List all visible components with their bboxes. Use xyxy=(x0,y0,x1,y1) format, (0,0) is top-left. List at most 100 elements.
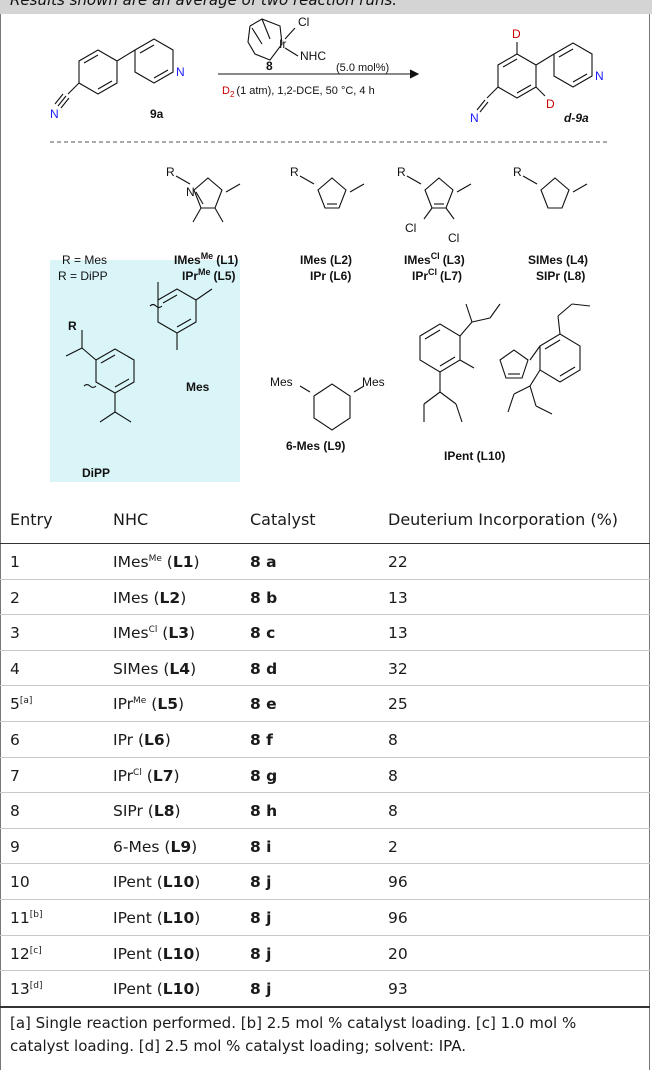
catalyst-cell: 8 h xyxy=(250,802,278,821)
ligand-l1-structure xyxy=(175,175,241,223)
r-mes-label: R = Mes xyxy=(62,253,107,267)
header-nhc: NHC xyxy=(113,510,149,529)
l3-cl-right: Cl xyxy=(448,231,459,245)
deuterium-cell: 25 xyxy=(388,695,408,714)
entry-cell: 1 xyxy=(10,553,20,571)
catalyst-cell: 8 g xyxy=(250,766,278,785)
entry-cell: 5[a] xyxy=(10,695,33,714)
l5-label: IPrMe(L5) xyxy=(182,267,236,283)
nhc-cell: IMesMe (L1) xyxy=(113,553,200,571)
l7-label: IPrCl(L7) xyxy=(412,267,462,283)
ligand-l10-structure xyxy=(419,303,591,423)
deuterium-cell: 96 xyxy=(388,873,408,892)
deuterium-cell: 13 xyxy=(388,624,408,643)
header-catalyst: Catalyst xyxy=(250,510,316,529)
l9-mes-right: Mes xyxy=(362,375,385,389)
table-row: 8 SIPr (L8) 8 h 8 xyxy=(0,793,650,829)
mes-label: Mes xyxy=(186,380,210,394)
catalyst-cl-label: Cl xyxy=(298,15,309,29)
nhc-cell: 6-Mes (L9) xyxy=(113,837,198,856)
entry-cell: 4 xyxy=(10,659,20,678)
table-header: Entry NHC Catalyst Deuterium Incorporati… xyxy=(0,494,650,544)
deuterium-cell: 22 xyxy=(388,553,408,571)
catalyst-cell: 8 j xyxy=(250,980,272,999)
catalyst-cell: 8 a xyxy=(250,553,277,571)
deuterium-cell: 93 xyxy=(388,980,408,999)
l6-label: IPr (L6) xyxy=(310,269,351,283)
nhc-cell: IMes (L2) xyxy=(113,588,187,607)
ligand-l9-structure xyxy=(299,383,365,431)
table-footnote: [a] Single reaction performed. [b] 2.5 m… xyxy=(10,1014,577,1055)
nhc-cell: IPent (L10) xyxy=(113,944,201,963)
product-label: d-9a xyxy=(564,111,589,125)
l4-label: SIMes (L4) xyxy=(528,253,588,267)
substrate-n-label: N xyxy=(50,107,59,121)
deuterium-cell: 2 xyxy=(388,837,398,856)
l9-label: 6-Mes (L9) xyxy=(286,439,345,453)
table-row: 4 SIMes (L4) 8 d 32 xyxy=(0,651,650,687)
entry-cell: 9 xyxy=(10,837,20,856)
catalyst-cell: 8 c xyxy=(250,624,276,643)
catalyst-ir-label: Ir xyxy=(279,37,286,51)
catalyst-cell: 8 f xyxy=(250,730,273,749)
nhc-cell: IPent (L10) xyxy=(113,908,201,927)
table-row: 6 IPr (L6) 8 f 8 xyxy=(0,722,650,758)
l8-label: SIPr (L8) xyxy=(536,269,585,283)
product-structure xyxy=(476,42,593,113)
entry-cell: 6 xyxy=(10,730,20,749)
substrate-label: 9a xyxy=(150,107,164,121)
catalyst-cell: 8 j xyxy=(250,873,272,892)
catalyst-cell: 8 i xyxy=(250,837,272,856)
l9-mes-left: Mes xyxy=(270,375,293,389)
nhc-cell: SIPr (L8) xyxy=(113,802,181,821)
reaction-scheme: N N 9a Cl Ir NHC 8 (5.0 mol%) D2(1 atm),… xyxy=(50,15,610,482)
ligand-l2-structure xyxy=(299,175,365,209)
r-dipp-label: R = DiPP xyxy=(58,269,108,283)
catalyst-cell: 8 d xyxy=(250,659,278,678)
entry-cell: 3 xyxy=(10,624,20,643)
entry-cell: 11[b] xyxy=(10,908,43,927)
footnote-area: [a] Single reaction performed. [b] 2.5 m… xyxy=(0,1007,650,1070)
caption-text: Results shown are an average of two reac… xyxy=(10,0,398,9)
catalyst-cell: 8 j xyxy=(250,944,272,963)
catalyst-cell: 8 b xyxy=(250,588,278,607)
substrate-pyridine-n: N xyxy=(176,65,185,79)
entry-cell: 10 xyxy=(10,873,30,892)
product-pyridine-n: N xyxy=(595,69,604,83)
entry-cell: 7 xyxy=(10,766,20,785)
header-deuterium: Deuterium Incorporation (%) xyxy=(388,510,619,529)
deuterium-cell: 8 xyxy=(388,766,398,785)
substrate-structure xyxy=(54,38,174,109)
deuterium-cell: 8 xyxy=(388,730,398,749)
catalyst-nhc-label: NHC xyxy=(300,49,326,63)
deuterium-cell: 32 xyxy=(388,659,408,678)
figure-frame xyxy=(0,14,650,1070)
l3-r-label: R xyxy=(397,165,406,179)
deuterium-cell: 96 xyxy=(388,908,408,927)
l3-cl-left: Cl xyxy=(405,221,416,235)
dipp-label: DiPP xyxy=(82,466,110,480)
table-caption: Results shown are an average of two reac… xyxy=(0,0,652,14)
catalyst-structure xyxy=(247,18,299,61)
product-d-label-top: D xyxy=(512,27,521,41)
ligand-l3-structure xyxy=(406,175,472,220)
table-row: 9 6-Mes (L9) 8 i 2 xyxy=(0,829,650,865)
entry-cell: 2 xyxy=(10,588,20,607)
catalyst-cell: 8 e xyxy=(250,695,277,714)
reaction-conditions: D2(1 atm), 1,2-DCE, 50 °C, 4 h xyxy=(222,85,375,99)
nhc-cell: SIMes (L4) xyxy=(113,659,197,678)
entry-cell: 8 xyxy=(10,802,20,821)
l2-r-label: R xyxy=(290,165,299,179)
nhc-cell: IPent (L10) xyxy=(113,980,201,999)
nhc-cell: IPr (L6) xyxy=(113,730,171,749)
ligand-l4-structure xyxy=(522,175,588,209)
product-d-label-bottom: D xyxy=(546,97,555,111)
deuterium-cell: 8 xyxy=(388,802,398,821)
